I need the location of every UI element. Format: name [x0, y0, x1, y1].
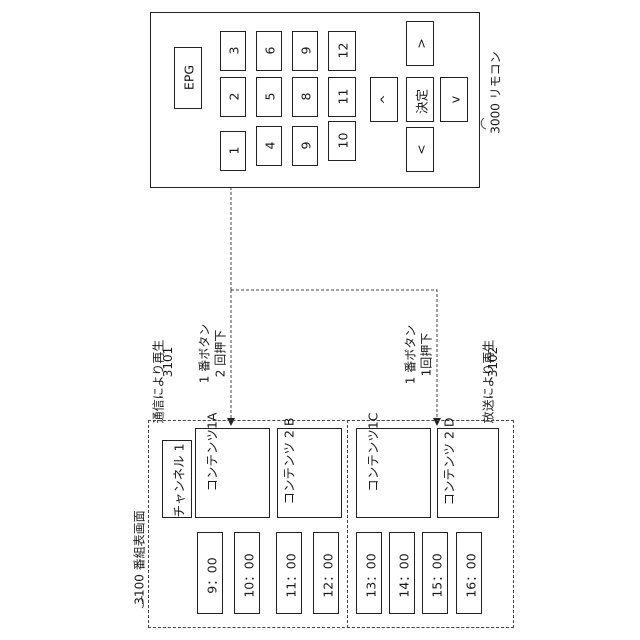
content-1a-label: コンテンツ1A — [202, 413, 221, 513]
number-button-12[interactable]: 12 — [328, 31, 356, 71]
number-button-10-label: 10 — [336, 121, 351, 161]
content-2b-label: コンテンツ 2 B — [279, 418, 298, 518]
time-slot-9-label: 9：00 — [202, 539, 221, 613]
number-button-6[interactable]: 6 — [256, 31, 282, 71]
number-button-1[interactable]: 1 — [220, 131, 246, 171]
number-button-4-label: 4 — [263, 126, 278, 166]
number-button-5[interactable]: 5 — [256, 77, 282, 117]
program-guide-label: 3100 番組表画面 — [131, 498, 148, 618]
number-button-8-label: 8 — [299, 77, 314, 117]
number-button-3-label: 3 — [227, 31, 242, 71]
time-slot-16: 16：00 — [456, 532, 482, 614]
number-button-1-label: 1 — [227, 131, 242, 171]
time-slot-10-label: 10：00 — [239, 539, 258, 613]
time-slot-9: 9：00 — [197, 532, 223, 614]
content-2b[interactable]: コンテンツ 2 B — [277, 428, 342, 518]
press-once-line2: 1回押下 — [418, 315, 435, 395]
number-button-5-label: 5 — [263, 77, 278, 117]
time-slot-11: 11：00 — [276, 532, 302, 614]
time-slot-12-label: 12：00 — [318, 539, 337, 613]
number-button-11-label: 11 — [336, 77, 351, 117]
time-slot-13: 13：00 — [356, 532, 382, 614]
press-once-line1: 1 番ボタン — [402, 315, 419, 395]
number-button-3[interactable]: 3 — [220, 31, 246, 71]
epg-button-label: EPG — [182, 48, 197, 108]
number-button-4[interactable]: 4 — [256, 126, 282, 166]
up-button[interactable]: ^ — [370, 77, 398, 122]
ok-button[interactable]: 決定 — [406, 77, 434, 122]
number-button-10[interactable]: 10 — [328, 121, 356, 161]
down-button[interactable]: v — [440, 77, 468, 122]
number-button-2-label: 2 — [227, 77, 242, 117]
left-button[interactable]: < — [406, 127, 434, 172]
up-button-label: ^ — [378, 80, 393, 120]
channel-header: チャンネル 1 — [162, 440, 192, 518]
number-button-11[interactable]: 11 — [328, 77, 356, 117]
right-button[interactable]: > — [406, 21, 434, 66]
press-twice-line2: 2 回押下 — [212, 314, 229, 394]
time-slot-16-label: 16：00 — [461, 539, 480, 613]
number-button-6-label: 6 — [263, 31, 278, 71]
time-slot-15: 15：00 — [422, 532, 448, 614]
content-1c-label: コンテンツ1C — [363, 413, 382, 513]
content-2d-label: コンテンツ 2 D — [439, 418, 458, 518]
number-button-8[interactable]: 8 — [292, 77, 318, 117]
time-slot-13-label: 13：00 — [361, 539, 380, 613]
content-1a[interactable]: コンテンツ1A — [195, 428, 270, 518]
number-button-7[interactable]: 9 — [292, 126, 318, 166]
remote-label-leader — [481, 118, 486, 129]
remote-label: 3000 リモコン — [487, 38, 504, 148]
epg-button[interactable]: EPG — [174, 47, 202, 109]
comm-playback-id: 3101 — [161, 337, 175, 387]
down-button-label: v — [448, 80, 463, 120]
time-slot-10: 10：00 — [234, 532, 260, 614]
content-2d[interactable]: コンテンツ 2 D — [437, 428, 499, 518]
time-slot-11-label: 11：00 — [281, 539, 300, 613]
number-button-9-label: 9 — [299, 31, 314, 71]
press-twice-line1: 1 番ボタン — [196, 314, 213, 394]
time-slot-14-label: 14：00 — [394, 539, 413, 613]
number-button-7-label: 9 — [299, 126, 314, 166]
time-slot-12: 12：00 — [313, 532, 339, 614]
right-button-label: > — [414, 24, 429, 64]
ok-button-label: 決定 — [412, 82, 431, 122]
number-button-2[interactable]: 2 — [220, 77, 246, 117]
content-1c[interactable]: コンテンツ1C — [356, 428, 431, 518]
left-button-label: < — [414, 130, 429, 170]
number-button-9[interactable]: 9 — [292, 31, 318, 71]
channel-header-label: チャンネル 1 — [169, 441, 188, 521]
time-slot-15-label: 15：00 — [427, 539, 446, 613]
broadcast-playback-id: 3102 — [486, 337, 500, 387]
time-slot-14: 14：00 — [389, 532, 415, 614]
number-button-12-label: 12 — [336, 31, 351, 71]
